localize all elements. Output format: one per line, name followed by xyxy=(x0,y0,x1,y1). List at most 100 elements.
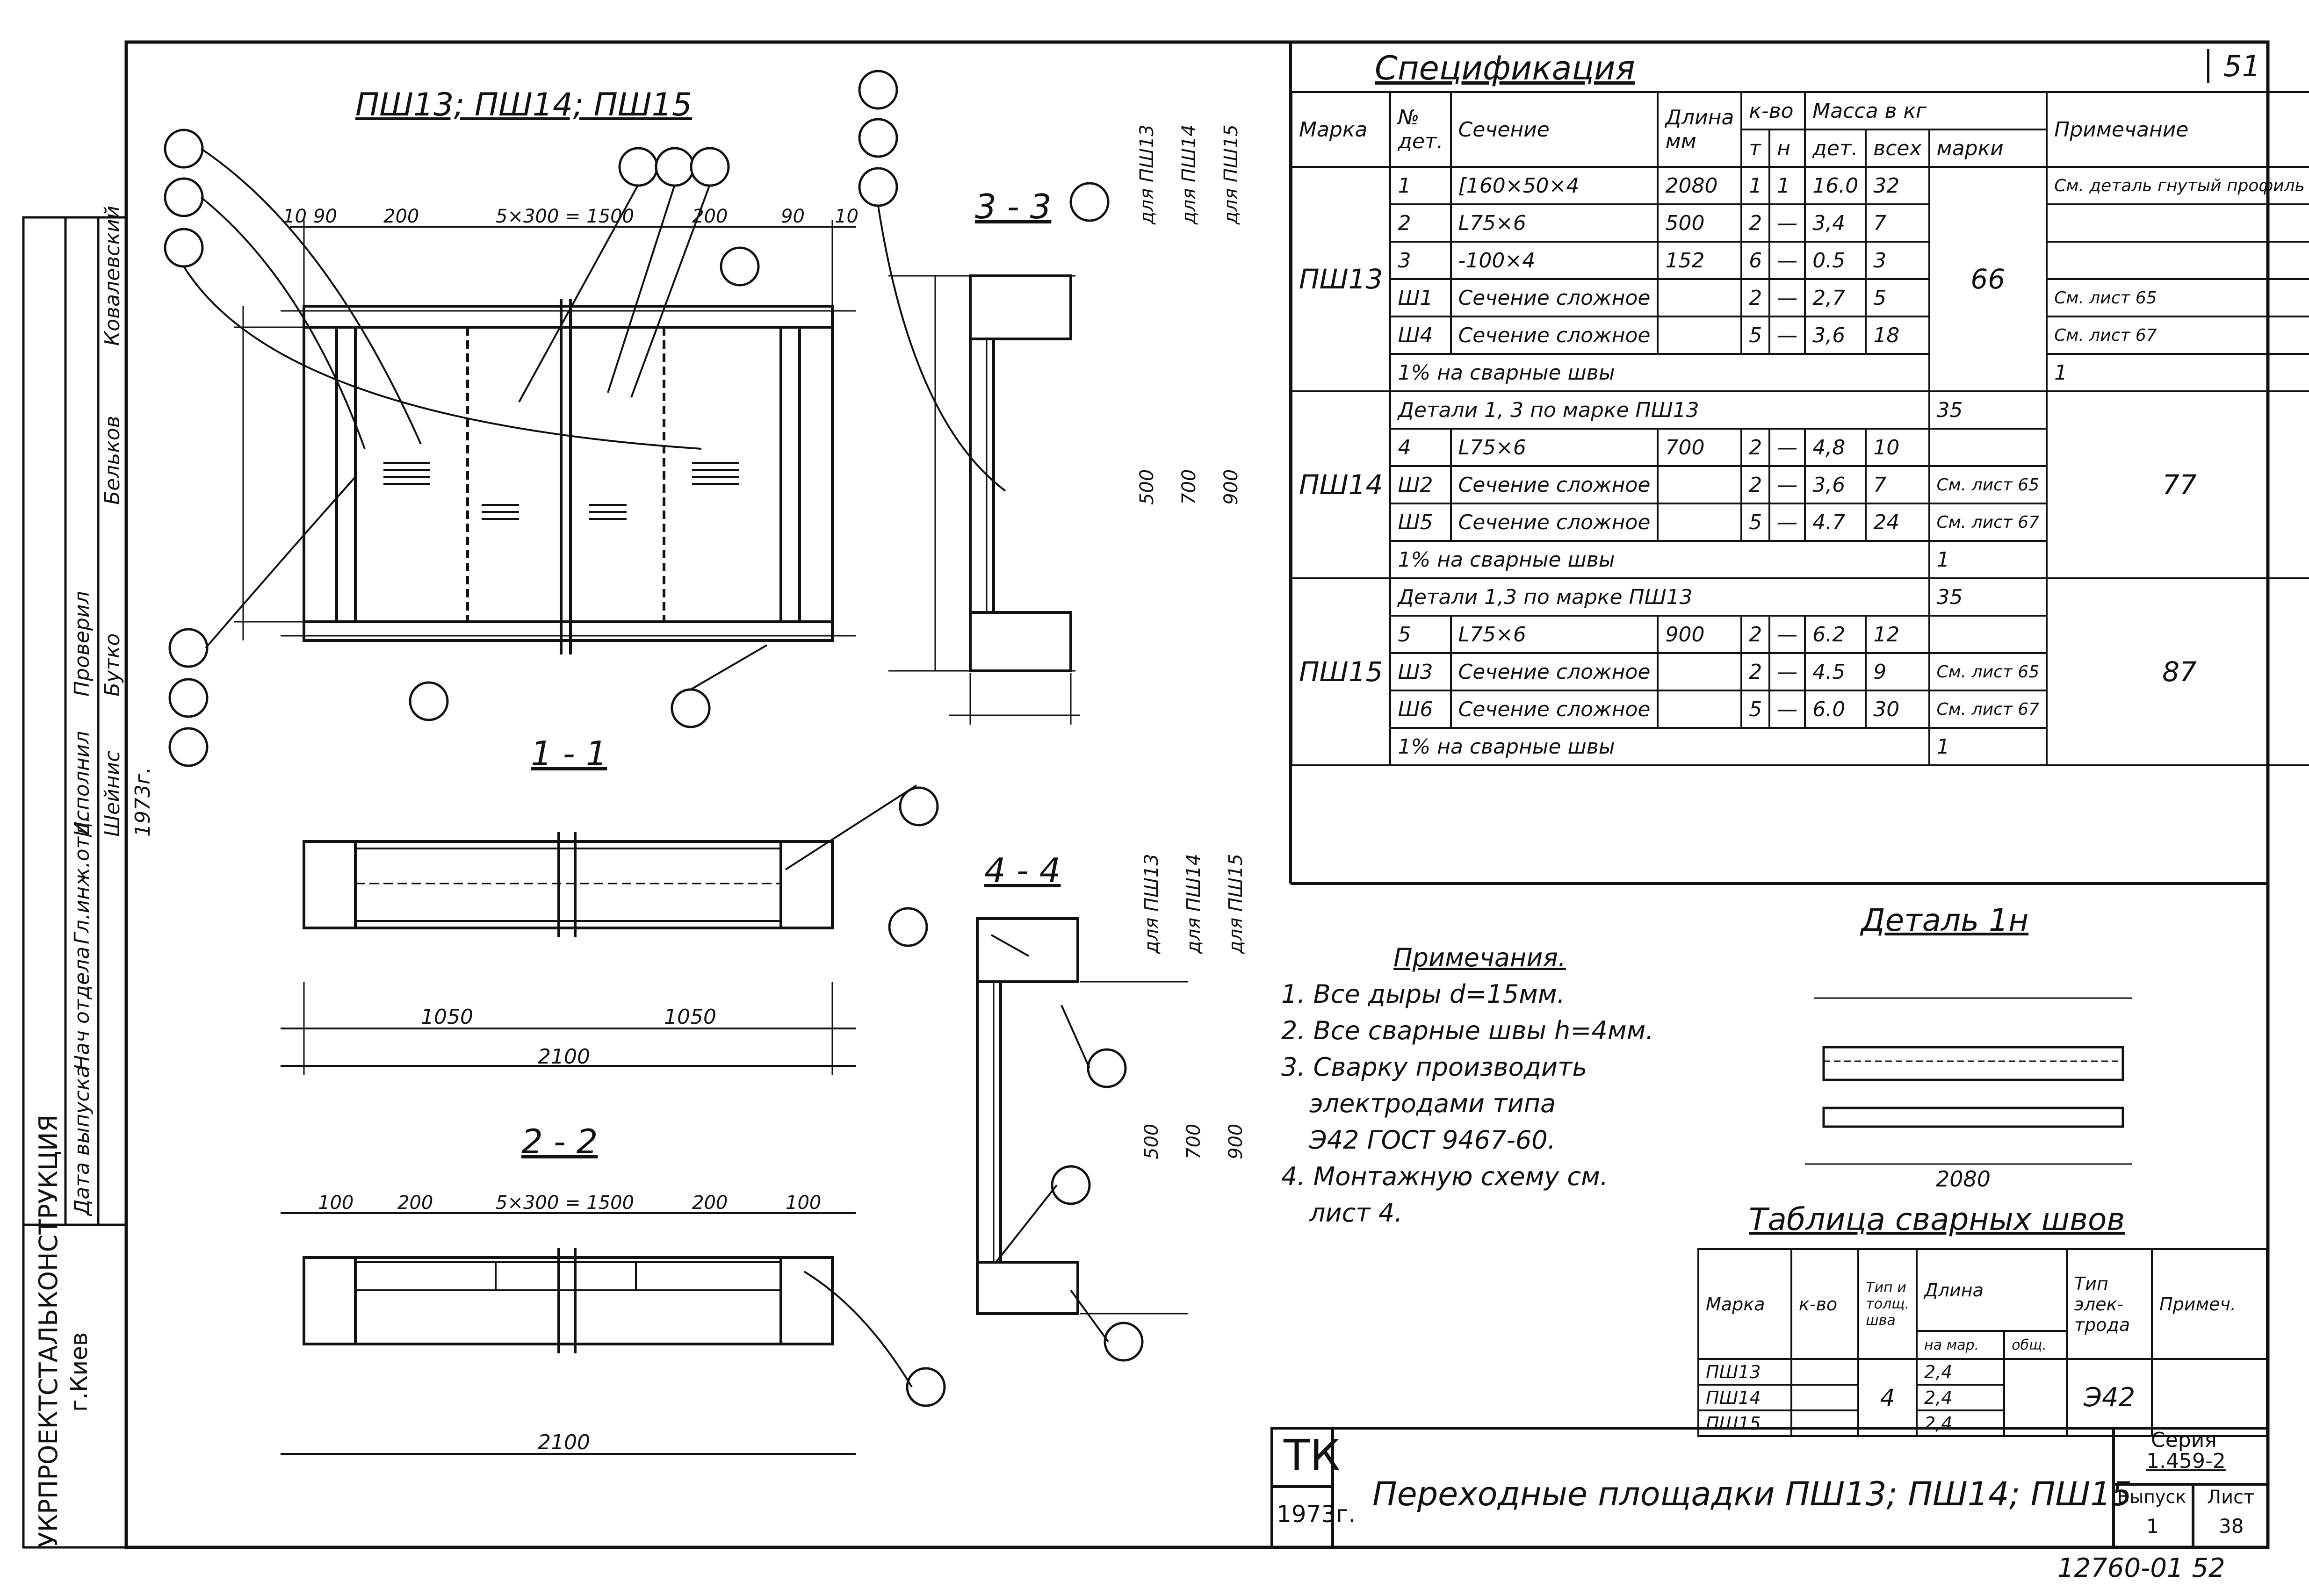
spec-cell-t: 2 xyxy=(1740,652,1771,691)
spec-cell-length: 900 xyxy=(1657,615,1743,654)
spec-cell-det: 6.2 xyxy=(1804,615,1867,654)
weld-row-qty xyxy=(1790,1384,1860,1411)
spec-cell-n: — xyxy=(1768,428,1806,467)
spec-cell-note: См. лист 67 xyxy=(1928,690,2048,729)
left-stamp-name: Бельков xyxy=(101,416,124,505)
spec-cell-det: 3,6 xyxy=(1804,316,1867,355)
spec-cell-n: 1 xyxy=(1768,166,1806,205)
spec-cell-section: Сечение сложное xyxy=(1450,316,1659,355)
for-psh13-b: для ПШ13 xyxy=(1141,854,1162,954)
section-2-2 xyxy=(281,1212,856,1455)
for-psh14-b: для ПШ14 xyxy=(1183,854,1205,954)
page-number: 51 xyxy=(2207,49,2260,83)
weld-row-note xyxy=(2151,1358,2268,1437)
spec-cell-t: 6 xyxy=(1740,241,1771,280)
series-value: 1.459-2 xyxy=(2146,1449,2226,1473)
dim-top-90a: 90 xyxy=(313,206,337,227)
height-700-b: 700 xyxy=(1183,1123,1205,1159)
left-stamp-role: Дата выпуска xyxy=(70,1065,94,1215)
left-stamp-role: Проверил xyxy=(70,591,94,697)
dim-top-10a: 10 xyxy=(283,206,307,227)
weld-row-len: 2,4 xyxy=(1916,1358,2006,1386)
spec-h-qty-t: т xyxy=(1740,129,1771,168)
spec-cell-length: 700 xyxy=(1657,428,1743,467)
spec-cell-all: 32 xyxy=(1865,166,1930,205)
spec-cell-t: 1 xyxy=(1740,166,1771,205)
spec-cell-det: 4,8 xyxy=(1804,428,1867,467)
dim-s22-100b: 100 xyxy=(786,1192,822,1214)
spec-cell-section: Сечение сложное xyxy=(1450,503,1659,542)
weld-row-qty xyxy=(1790,1409,1860,1437)
spec-cell-t: 2 xyxy=(1740,615,1771,654)
spec-cell-n: — xyxy=(1768,465,1806,504)
detail-1h-title: Деталь 1н xyxy=(1861,902,2029,938)
spec-cell-all: 30 xyxy=(1865,690,1930,729)
spec-cell-all: 7 xyxy=(1865,203,1930,243)
height-700-a: 700 xyxy=(1178,469,1200,505)
weld-row-len: 2,4 xyxy=(1916,1384,2006,1411)
issue-value: 1 xyxy=(2146,1515,2159,1538)
note-4b: лист 4. xyxy=(1309,1198,1403,1228)
spec-cell-no: Ш3 xyxy=(1389,652,1452,691)
section-label-3-3: 3 - 3 xyxy=(975,187,1052,226)
spec-cell-all: 10 xyxy=(1865,428,1930,467)
notes-block: Примечания. 1. Все дыры d=15мм. 2. Все с… xyxy=(1281,940,1654,1231)
spec-h-length: Длина мм xyxy=(1657,91,1743,168)
spec-mark-mass: 77 xyxy=(2046,390,2309,579)
spec-cell-det: 16.0 xyxy=(1804,166,1867,205)
spec-cell-note: См. лист 67 xyxy=(2046,316,2309,355)
spec-cell-n: — xyxy=(1768,615,1806,654)
note-2: 2. Все сварные швы h=4мм. xyxy=(1281,1016,1654,1045)
dim-s22-200a: 200 xyxy=(397,1192,433,1214)
spec-h-mass-mark: марки xyxy=(1928,129,2048,168)
tk-logo: ТК xyxy=(1284,1431,1341,1481)
spec-cell-t: 2 xyxy=(1740,278,1771,317)
spec-cell-length xyxy=(1657,316,1743,355)
spec-cell-note: См. лист 65 xyxy=(1928,652,2048,691)
spec-details-line: Детали 1,3 по марке ПШ13 xyxy=(1389,577,1930,617)
weld-electrode: Э42 xyxy=(2066,1358,2153,1437)
spec-cell-t: 2 xyxy=(1740,465,1771,504)
spec-cell-note: См. лист 65 xyxy=(1928,465,2048,504)
spec-cell-length xyxy=(1657,278,1743,317)
spec-cell-n: — xyxy=(1768,241,1806,280)
weld-h-qty: к-во xyxy=(1790,1248,1860,1360)
section-1-1 xyxy=(281,832,856,1075)
for-psh15-b: для ПШ15 xyxy=(1225,854,1247,954)
spec-mark: ПШ15 xyxy=(1290,577,1392,766)
spec-cell-t: 5 xyxy=(1740,316,1771,355)
sheet-value: 38 xyxy=(2219,1515,2244,1538)
dim-top-90b: 90 xyxy=(781,206,805,227)
weld-row-len: 2,4 xyxy=(1916,1409,2006,1437)
spec-table: Марка № дет. Сечение Длина мм к-во Масса… xyxy=(1290,91,2309,766)
series-label: Серия xyxy=(2151,1428,2217,1452)
spec-cell-all: 24 xyxy=(1865,503,1930,542)
left-stamp-name: Шейнис xyxy=(101,750,124,837)
left-stamp-role: Исполнил xyxy=(70,731,94,837)
notes-title: Примечания. xyxy=(1393,943,1566,972)
spec-h-mass-det: дет. xyxy=(1804,129,1867,168)
spec-cell-note: См. лист 67 xyxy=(1928,503,2048,542)
weld-h-on-mark: на мар. xyxy=(1916,1330,2006,1360)
issue-label: Выпуск xyxy=(2117,1487,2186,1507)
weld-table-title: Таблица сварных швов xyxy=(1749,1201,2125,1237)
spec-cell-det: 4.7 xyxy=(1804,503,1867,542)
left-stamp-city: г.Киев xyxy=(65,1332,93,1412)
spec-details-line: Детали 1, 3 по марке ПШ13 xyxy=(1389,390,1930,430)
spec-h-qty-n: н xyxy=(1768,129,1806,168)
section-3-3 xyxy=(888,274,1080,725)
dim-s22-100a: 100 xyxy=(318,1192,354,1214)
left-stamp-role: Нач отдела xyxy=(70,946,94,1071)
spec-cell-all: 18 xyxy=(1865,316,1930,355)
spec-cell-all: 9 xyxy=(1865,652,1930,691)
height-900-a: 900 xyxy=(1220,469,1242,505)
spec-cell-t: 2 xyxy=(1740,428,1771,467)
spec-cell-det: 2,7 xyxy=(1804,278,1867,317)
spec-cell-n: — xyxy=(1768,503,1806,542)
dim-s22-1500: 5×300 = 1500 xyxy=(496,1192,635,1214)
spec-cell-n: — xyxy=(1768,652,1806,691)
